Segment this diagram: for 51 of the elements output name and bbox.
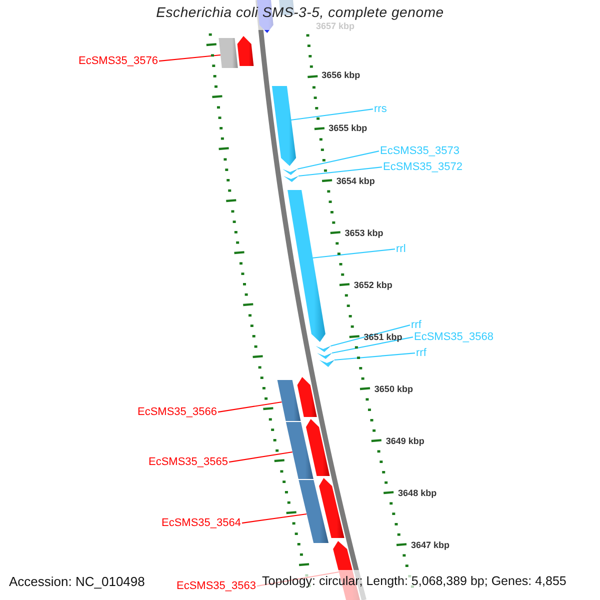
leader-line	[334, 352, 416, 361]
gene-label: rrf	[411, 319, 422, 332]
genome-summary: Topology: circular; Length: 5,068,389 bp; Genes: 4,855	[262, 575, 566, 589]
accession-text: Accession: NC_010498	[9, 575, 145, 590]
leader-line	[297, 150, 380, 170]
gene-label: rrs	[374, 103, 387, 116]
gene-feature	[272, 86, 296, 166]
gene-feature	[288, 190, 326, 342]
gene-label: EcSMS35_3568	[414, 331, 494, 344]
leader-line	[312, 248, 396, 259]
gene-feature	[297, 377, 317, 417]
gene-label: EcSMS35_3576	[78, 55, 158, 68]
gene-feature	[306, 419, 330, 476]
leader-line	[330, 324, 410, 347]
gene-feature	[237, 36, 254, 66]
gene-label: EcSMS35_3573	[380, 145, 460, 158]
gene-feature	[319, 478, 344, 538]
gene-label: EcSMS35_3566	[138, 406, 217, 418]
gene-label: EcSMS35_3564	[162, 517, 241, 530]
gene-label: EcSMS35_3572	[383, 161, 462, 174]
tick-label: 3649 kbp	[386, 437, 424, 447]
leader-line	[242, 513, 307, 524]
tick-label: 3647 kbp	[411, 541, 450, 551]
leader-line	[218, 401, 282, 413]
gene-feature	[298, 480, 329, 543]
gene-feature	[218, 38, 238, 68]
leader-line	[228, 451, 292, 463]
tick-label: 3652 kbp	[354, 281, 392, 291]
leader-line	[298, 166, 382, 177]
gene-feature	[282, 169, 298, 175]
leader-line	[290, 108, 374, 121]
gene-feature	[316, 346, 331, 352]
leader-line	[158, 54, 221, 62]
gene-feature	[317, 353, 332, 359]
gene-label: rrl	[396, 243, 406, 256]
tick-label: 3650 kbp	[374, 385, 413, 395]
gene-label: EcSMS35_3565	[148, 456, 228, 468]
tick-label: 3648 kbp	[398, 489, 437, 499]
tick-label: 3654 kbp	[336, 177, 375, 187]
gene-feature	[286, 422, 314, 479]
gene-label: rrf	[416, 347, 426, 360]
title: Escherichia coli SMS-3-5, complete genome	[155, 5, 445, 20]
tick-label: 3655 kbp	[328, 124, 368, 134]
gene-feature	[319, 360, 334, 367]
tick-label: 3651 kbp	[364, 333, 402, 343]
leader-line	[332, 336, 414, 354]
tick-label: 3656 kbp	[322, 71, 360, 81]
gene-label: EcSMS35_3563	[176, 580, 256, 592]
gene-feature	[277, 380, 301, 421]
tick-label: 3653 kbp	[344, 229, 384, 239]
gene-feature	[284, 176, 299, 182]
